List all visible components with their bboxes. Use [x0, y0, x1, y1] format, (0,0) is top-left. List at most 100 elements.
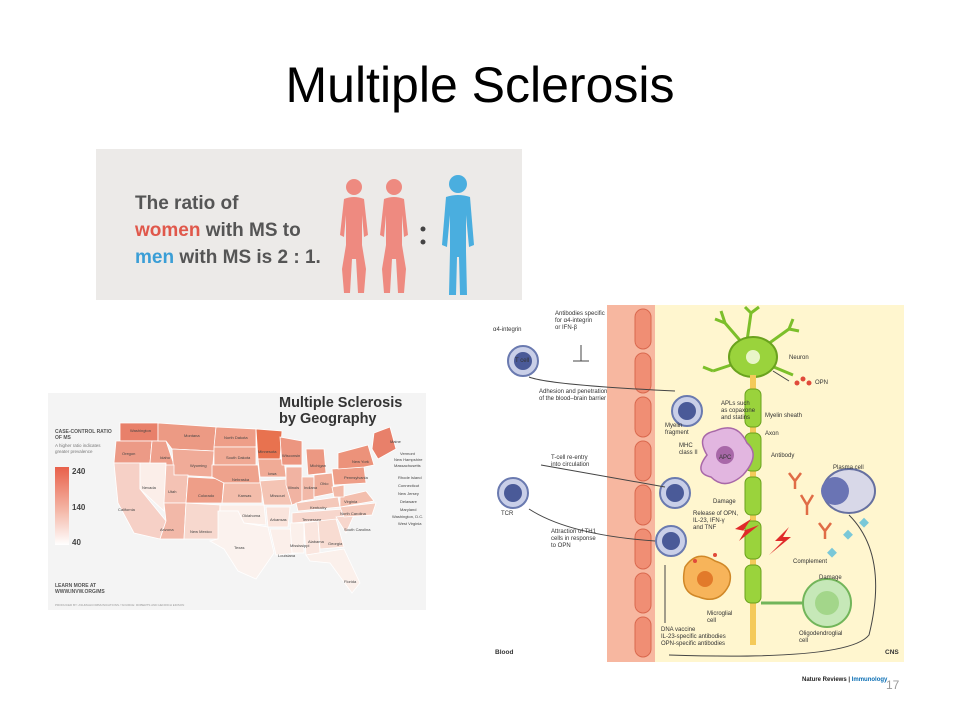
- label-attraction: Attraction of TH1 cells in response to O…: [551, 529, 596, 549]
- state-label: New Hampshire: [394, 457, 423, 462]
- state-label: Michigan: [310, 463, 327, 468]
- label-mhc-class-ii: MHC class II: [679, 443, 698, 456]
- woman-figure-2: [380, 179, 408, 293]
- state-label: South Carolina: [344, 527, 371, 532]
- label-oligodendroglial-cell: Oligodendroglial cell: [799, 631, 843, 644]
- state-label: New York: [352, 459, 369, 464]
- state-label: Kansas: [238, 493, 252, 498]
- state-label: Connecticut: [398, 483, 420, 488]
- nature-reviews-credit: Nature Reviews | Immunology: [802, 677, 888, 683]
- state-label: Rhode Island: [398, 475, 422, 480]
- ms-pathogenesis-diagram: α4-integrin T cell Antibodies specific f…: [489, 305, 904, 662]
- legend-value-mid: 140: [72, 503, 86, 512]
- state-arkansas: [265, 506, 291, 528]
- state-label: Nebraska: [232, 477, 250, 482]
- colon-symbol: [420, 226, 426, 245]
- state-label: Vermont: [400, 451, 415, 456]
- label-complement: Complement: [793, 559, 828, 565]
- state-label: Maryland: [400, 507, 417, 512]
- state-label: Arizona: [160, 527, 174, 532]
- state-label: Texas: [234, 545, 245, 550]
- state-label: Oregon: [122, 451, 136, 456]
- state-virginia: [339, 490, 375, 508]
- label-apls: APLs such as copaxone and statins: [721, 401, 756, 421]
- slide-number: 17: [886, 678, 900, 692]
- state-label: North Carolina: [340, 511, 366, 516]
- state-label: Washington, D.C.: [392, 514, 424, 519]
- label-axon: Axon: [765, 431, 779, 437]
- state-label: Ohio: [320, 481, 329, 486]
- pathogenesis-illustration: [489, 305, 904, 662]
- men-word: men: [135, 247, 175, 268]
- state-label: Georgia: [328, 541, 343, 546]
- state-alabama: [303, 520, 321, 556]
- label-antibody: Antibody: [771, 453, 795, 459]
- man-figure: [442, 175, 474, 295]
- ms-ratio-infographic: The ratio of women with MS to men with M…: [96, 149, 522, 300]
- state-label: Washington: [130, 428, 151, 433]
- state-label: Wyoming: [190, 463, 207, 468]
- state-label: Delaware: [400, 499, 417, 504]
- ratio-line-3: men with MS is 2 : 1.: [135, 247, 321, 268]
- state-label: Idaho: [160, 455, 171, 460]
- state-label: Nevada: [142, 485, 156, 490]
- state-arizona: [159, 502, 187, 540]
- state-label: California: [118, 507, 135, 512]
- label-neuron: Neuron: [789, 355, 809, 361]
- state-mississippi: [289, 522, 305, 554]
- label-tcr: TCR: [501, 511, 514, 517]
- state-label: Colorado: [198, 493, 215, 498]
- state-label: Utah: [168, 489, 177, 494]
- state-georgia: [317, 518, 345, 550]
- state-colorado: [185, 476, 225, 504]
- state-label: Missouri: [270, 493, 285, 498]
- label-plasma-cell: Plasma cell: [833, 465, 864, 471]
- ratio-line-1: The ratio of: [135, 193, 239, 214]
- state-label: Virginia: [344, 499, 358, 504]
- state-label: Pennsylvania: [344, 475, 368, 480]
- state-label: West Virginia: [398, 521, 422, 526]
- state-label: Minnesota: [258, 449, 277, 454]
- ratio-line-2: women with MS to: [135, 220, 301, 241]
- state-label: Louisiana: [278, 553, 296, 558]
- state-new-england: [371, 426, 397, 460]
- legend-subtitle: A higher ratio indicates greater prevale…: [55, 443, 101, 454]
- state-texas: [208, 510, 275, 580]
- state-michigan: [305, 448, 327, 476]
- state-label: Iowa: [268, 471, 277, 476]
- state-label: Indiana: [304, 485, 318, 490]
- label-a4-integrin: α4-integrin: [493, 327, 522, 333]
- label-adhesion: Adhesion and penetration of the blood–br…: [539, 389, 608, 402]
- state-label: South Dakota: [226, 455, 251, 460]
- women-word: women: [135, 220, 201, 241]
- label-blood: Blood: [495, 649, 514, 656]
- legend-value-low: 40: [72, 538, 81, 547]
- label-damage: Damage: [819, 575, 842, 581]
- state-indiana: [301, 476, 315, 502]
- state-west-virginia: [331, 484, 345, 498]
- woman-figure-1: [340, 179, 368, 293]
- state-label: Mississippi: [290, 543, 310, 548]
- state-label: Tennessee: [302, 517, 322, 522]
- state-label: New Jersey: [398, 491, 419, 496]
- legend-color-scale: [55, 467, 69, 545]
- label-cns: CNS: [885, 649, 899, 656]
- label-dna-vaccine: DNA vaccine IL-23-specific antibodies OP…: [661, 627, 726, 647]
- label-release: Release of OPN, IL-23, IFN-γ and TNF: [693, 511, 739, 531]
- state-kansas: [221, 482, 263, 504]
- state-minnesota: [255, 428, 283, 460]
- label-t-cell: T cell: [515, 358, 530, 364]
- state-north-carolina: [339, 502, 377, 518]
- state-new-york: [337, 444, 375, 470]
- label-myelin-sheath: Myelin sheath: [765, 413, 803, 419]
- label-apc: APC: [719, 455, 732, 461]
- human-figures-illustration: [340, 175, 474, 295]
- state-label: Arkansas: [270, 517, 287, 522]
- state-label: New Mexico: [190, 529, 212, 534]
- us-choropleth-map: [113, 422, 397, 594]
- state-label: Alabama: [308, 539, 324, 544]
- state-label: Florida: [344, 579, 357, 584]
- label-microglial-cell: Microglial cell: [707, 611, 733, 624]
